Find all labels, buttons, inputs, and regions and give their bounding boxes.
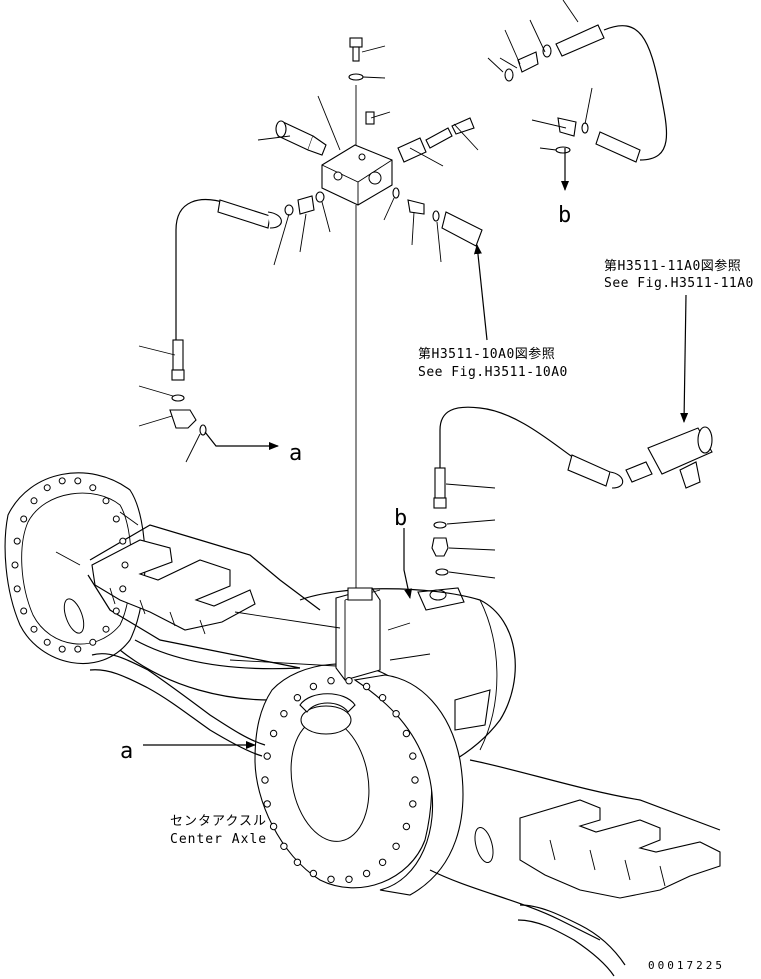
leader-lines-top [138, 0, 593, 463]
center-axle-label-jp: センタアクスル [170, 814, 267, 829]
pressure-sensor [275, 120, 327, 156]
bolt-hole [263, 752, 271, 760]
bolt-hole [89, 638, 97, 646]
marker-b-mid: b [394, 506, 407, 531]
bolt-hole [13, 585, 21, 593]
plug [365, 111, 375, 125]
bolt-hole [119, 537, 127, 545]
bolt-hole [30, 625, 38, 633]
bolt-hole [102, 497, 110, 505]
bolt-hole [112, 515, 120, 523]
bolt-hole [293, 694, 302, 702]
bolt-hole [411, 776, 419, 784]
bolt-hole [280, 842, 288, 850]
hose-top-right [499, 24, 668, 163]
bolt-hole [362, 869, 371, 878]
elbow-fitting-left [284, 191, 325, 216]
bolt-hole [392, 710, 400, 718]
bolt-hole [89, 484, 97, 492]
bolt-hole [30, 497, 38, 505]
bolt-hole [378, 858, 387, 866]
bolt-hole [20, 515, 28, 523]
ref-10a0-en: See Fig.H3511-10A0 [418, 365, 568, 380]
bolt-hole [345, 875, 353, 883]
bolt-hole [20, 607, 28, 615]
bolt-hole [74, 477, 82, 485]
center-axle-label-en: Center Axle [170, 832, 267, 847]
bolt-hole [362, 682, 371, 691]
bolt-hole [409, 752, 417, 760]
bolt-hole [58, 645, 66, 653]
bolt-hole [263, 800, 271, 808]
valve-block-assembly [169, 24, 668, 590]
bolt-hole [409, 800, 417, 808]
bolt-hole [261, 776, 269, 784]
straight-fitting [397, 117, 475, 163]
bolt-hole [280, 710, 288, 718]
marker-b-right: b [558, 203, 571, 228]
bolt-hole [392, 842, 400, 850]
bolt-hole [402, 822, 411, 831]
bolt-hole [112, 607, 120, 615]
bolt-hole [43, 484, 51, 492]
ref-11a0-en: See Fig.H3511-11A0 [604, 276, 754, 291]
bolt-hole [327, 677, 335, 685]
leader-lines-axle [55, 511, 431, 667]
bolt-hole [293, 858, 302, 866]
bolt-hole [11, 561, 19, 569]
bolt-hole [13, 537, 21, 545]
bolt-hole [269, 822, 278, 831]
ref-11a0-jp: 第H3511-11A0図参照 [604, 258, 741, 274]
marker-a-left: a [289, 441, 302, 466]
drawing-code: 00017225 [648, 959, 725, 972]
bolt-hole [378, 694, 387, 702]
bolt-hole [327, 875, 335, 883]
hose-left [169, 199, 282, 436]
center-axle-housing [4, 472, 721, 977]
bolt-hole [345, 677, 353, 685]
mounting-bolt [348, 37, 364, 81]
bolt-hole [119, 585, 127, 593]
bolt-hole [309, 869, 318, 878]
elbow-fitting-right [392, 187, 483, 247]
bolt-hole [121, 561, 129, 569]
ref-10a0-jp: 第H3511-10A0図参照 [418, 346, 555, 362]
bolt-hole [58, 477, 66, 485]
bolt-hole [102, 625, 110, 633]
flange-bolt-holes [11, 477, 419, 883]
distribution-block [321, 144, 393, 206]
bolt-hole [74, 645, 82, 653]
marker-a-bottom: a [120, 739, 133, 764]
bolt-hole [309, 682, 318, 691]
bolt-hole [402, 729, 411, 738]
bolt-hole [43, 638, 51, 646]
brake-sensor-assembly [417, 406, 713, 611]
bolt-hole [269, 729, 278, 738]
